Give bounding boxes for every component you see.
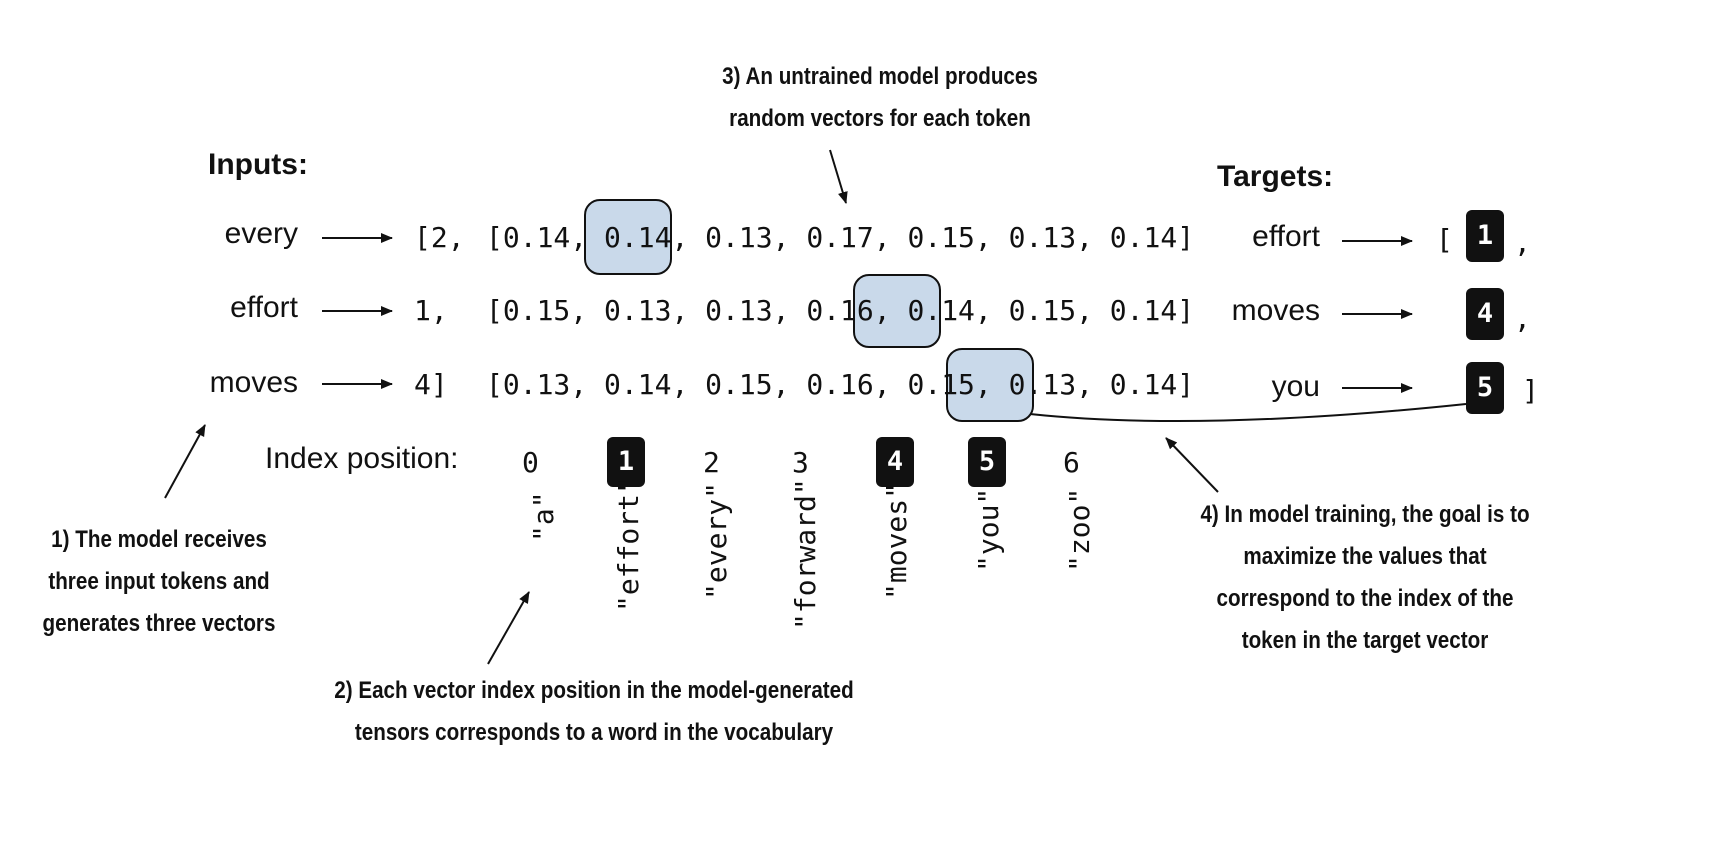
vector-value: 0.14] (1109, 368, 1195, 401)
vocab-word-you: "you" (972, 487, 1005, 572)
vector-row-1: [0.15, 0.13, 0.13, 0.16, 0.14, 0.15, 0.1… (486, 294, 1194, 327)
vector-value: 0.13, (1008, 221, 1093, 254)
vector-value-highlighted: 0.13, (1008, 368, 1093, 401)
pointer-note-2 (487, 591, 530, 665)
note-4-line: correspond to the index of the (1216, 585, 1514, 612)
input-id-1: 1, (414, 294, 448, 327)
index-position-0: 0 (522, 446, 539, 479)
vocab-word-moves: "moves" (880, 481, 913, 600)
note-2-line: tensors corresponds to a word in the voc… (354, 719, 834, 746)
target-word-moves: moves (1231, 294, 1320, 327)
note-1: 1) The model receives three input tokens… (22, 519, 295, 645)
vector-value: 0.15, (1008, 294, 1093, 327)
index-position-1-badge: 1 (607, 437, 645, 487)
vocab-word-zoo: "zoo" (1063, 487, 1096, 572)
vector-value: 0.13, (705, 221, 790, 254)
input-word-every: every (224, 217, 298, 250)
vector-row-0: [0.14, 0.14, 0.13, 0.17, 0.15, 0.13, 0.1… (486, 221, 1194, 254)
targets-heading: Targets: (1217, 160, 1334, 193)
index-position-label: Index position: (265, 442, 459, 475)
target-id-badge-0: 1 (1466, 210, 1504, 262)
vector-value: 0.16, (806, 294, 891, 327)
target-open-bracket: [ (1436, 223, 1453, 256)
vocab-word-every: "every" (700, 481, 733, 600)
input-id-2: 4] (414, 368, 448, 401)
target-word-effort: effort (1252, 220, 1320, 253)
index-position-5-badge: 5 (968, 437, 1006, 487)
vector-value: 0.13, (604, 294, 689, 327)
index-position-4-badge: 4 (876, 437, 914, 487)
note-1-line: 1) The model receives (51, 526, 267, 553)
pointer-note-4 (1165, 437, 1219, 493)
target-comma-1: , (1514, 302, 1531, 335)
input-word-effort: effort (230, 291, 298, 324)
note-3-line: random vectors for each token (729, 105, 1031, 132)
vector-value: 0.14] (1109, 221, 1195, 254)
vector-value: [0.13, (486, 368, 588, 401)
note-4: 4) In model training, the goal is to max… (1153, 494, 1578, 662)
vector-value: 0.15, (907, 221, 992, 254)
vector-row-2: [0.13, 0.14, 0.15, 0.16, 0.15, 0.13, 0.1… (486, 368, 1194, 401)
note-1-line: three input tokens and (48, 568, 270, 595)
target-comma-0: , (1514, 226, 1531, 259)
note-4-line: maximize the values that (1243, 543, 1487, 570)
target-close-bracket: ] (1522, 374, 1539, 407)
vector-value-highlighted: 0.14, (907, 294, 992, 327)
target-id-badge-1: 4 (1466, 288, 1504, 340)
vector-value: [0.14, (486, 221, 588, 254)
vector-value: 0.13, (705, 294, 790, 327)
target-id-badge-2: 5 (1466, 362, 1504, 414)
input-id-0: [2, (414, 221, 465, 254)
index-position-3: 3 (792, 446, 809, 479)
note-3: 3) An untrained model produces random ve… (691, 56, 1069, 140)
vocab-word-a: "a" (527, 491, 560, 542)
pointer-note-3 (829, 149, 848, 204)
vector-value: [0.15, (486, 294, 588, 327)
note-3-line: 3) An untrained model produces (722, 63, 1038, 90)
vector-value: 0.15, (907, 368, 992, 401)
input-word-moves: moves (209, 366, 298, 399)
highlight-row0-index1 (584, 199, 672, 275)
index-position-2: 2 (703, 446, 720, 479)
highlight-row1-index4 (853, 274, 941, 348)
note-4-line: 4) In model training, the goal is to (1200, 501, 1530, 528)
note-1-line: generates three vectors (42, 610, 276, 637)
vocab-word-forward: "forward" (789, 478, 822, 630)
vector-value: 0.17, (806, 221, 891, 254)
vector-value: 0.14, (604, 368, 689, 401)
pointer-note-1 (164, 424, 206, 499)
note-2-line: 2) Each vector index position in the mod… (334, 677, 854, 704)
connector-target-5 (1029, 403, 1467, 423)
vector-value-highlighted: 0.14, (604, 221, 689, 254)
vector-value: 0.16, (806, 368, 891, 401)
vector-value: 0.15, (705, 368, 790, 401)
note-4-line: token in the target vector (1241, 627, 1489, 654)
vector-value: 0.14] (1109, 294, 1195, 327)
highlight-row2-index5 (946, 348, 1034, 422)
target-word-you: you (1271, 370, 1320, 403)
index-position-6: 6 (1063, 446, 1080, 479)
note-2: 2) Each vector index position in the mod… (293, 670, 895, 754)
vocab-word-effort: "effort" (612, 477, 645, 612)
inputs-heading: Inputs: (208, 148, 308, 181)
